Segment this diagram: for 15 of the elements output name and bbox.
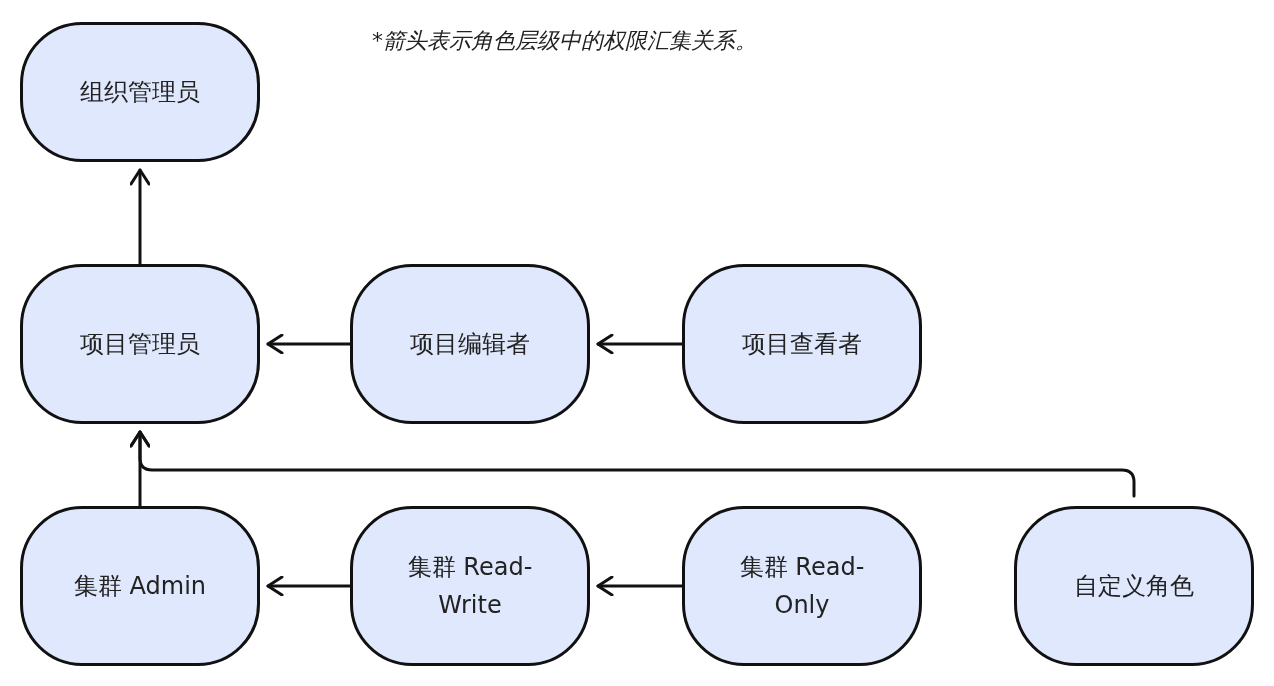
role-box: 组织管理员 bbox=[20, 22, 260, 162]
arrow bbox=[596, 575, 684, 597]
note-text: *箭头表示角色层级中的权限汇集关系。 bbox=[372, 27, 757, 55]
arrow bbox=[266, 575, 352, 597]
role-box: 项目编辑者 bbox=[350, 264, 590, 424]
role-box: 集群 Read-Write bbox=[350, 506, 590, 666]
arrow bbox=[129, 168, 151, 266]
arrow bbox=[596, 333, 684, 355]
role-box: 集群 Admin bbox=[20, 506, 260, 666]
role-box: 项目查看者 bbox=[682, 264, 922, 424]
arrow bbox=[129, 430, 1136, 498]
role-box: 项目管理员 bbox=[20, 264, 260, 424]
role-box: 集群 Read-Only bbox=[682, 506, 922, 666]
role-box: 自定义角色 bbox=[1014, 506, 1254, 666]
arrow bbox=[266, 333, 352, 355]
